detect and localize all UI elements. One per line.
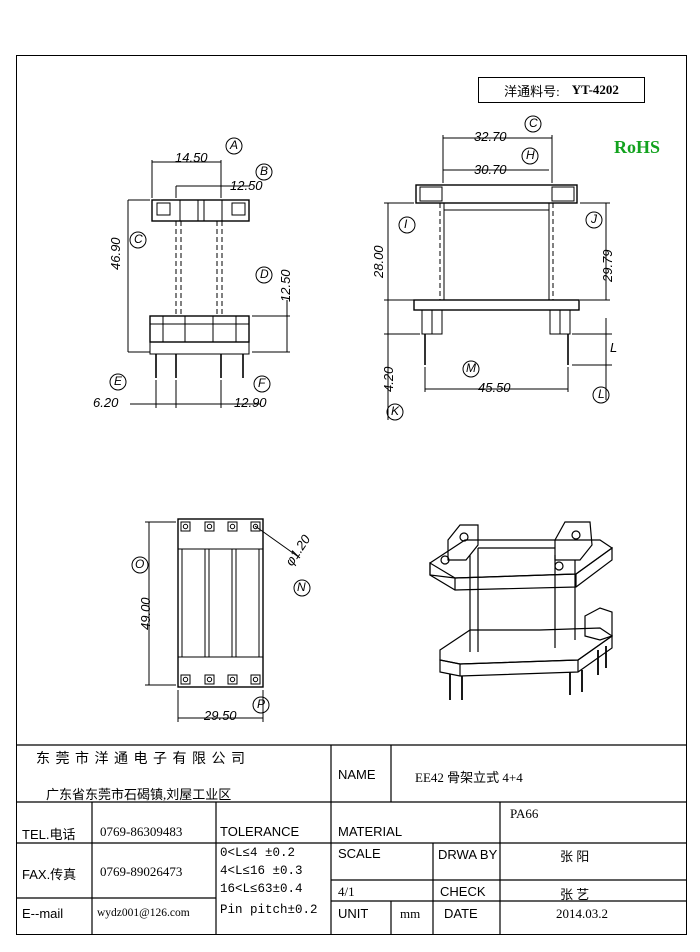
marker-m — [462, 360, 480, 378]
tolerance-pin-pitch: Pin pitch±0.2 — [220, 903, 318, 917]
front-bottom-base — [149, 315, 250, 343]
dim-29-79: 29.79 — [600, 249, 615, 282]
tolerance-label: TOLERANCE — [220, 824, 300, 839]
marker-p-text: P — [257, 697, 266, 711]
dim-30-70: 30.70 — [474, 162, 507, 177]
side-top-slot-right — [551, 186, 575, 202]
unit-label: UNIT — [338, 906, 369, 921]
marker-j — [585, 211, 603, 229]
rohs-mark: RoHS — [614, 137, 661, 157]
marker-i-text: I — [404, 217, 408, 231]
front-top-slot-right — [231, 202, 246, 216]
drawn-value: 张 阳 — [560, 849, 590, 864]
dim-46-90: 46.90 — [108, 237, 123, 270]
drawn-label: DRWA BY — [438, 847, 498, 862]
marker-n-text: N — [297, 580, 306, 594]
side-view — [384, 115, 612, 421]
part-number-label: 洋通料号: — [504, 83, 560, 99]
fax-value: 0769-89026473 — [100, 864, 183, 879]
marker-o-text: O — [135, 557, 145, 571]
company-name: 东 莞 市 洋 通 电 子 有 限 公 司 — [36, 752, 246, 767]
material-label: MATERIAL — [338, 824, 403, 839]
bottom-bottom-flange — [177, 656, 264, 688]
marker-k-text: K — [391, 404, 400, 418]
marker-k — [386, 403, 404, 421]
date-value: 2014.03.2 — [556, 906, 608, 921]
front-top-flange — [151, 199, 250, 222]
part-number-box: 洋通料号: YT-4202 — [478, 77, 645, 103]
marker-h — [521, 147, 539, 165]
tolerance-1: 0<L≤4 ±0.2 — [220, 846, 296, 860]
email-value: wydz001@126.com — [97, 907, 190, 919]
dim-29-50: 29.50 — [204, 708, 237, 723]
bottom-view — [131, 518, 311, 722]
date-label: DATE — [444, 906, 478, 921]
title-block-grid — [16, 744, 687, 935]
isometric-view — [429, 521, 614, 700]
dim-12-50-right: 12.50 — [278, 269, 293, 302]
material-value: PA66 — [510, 806, 539, 821]
bottom-top-flange — [177, 518, 264, 550]
scale-value: 4/1 — [338, 884, 355, 899]
marker-c-left — [129, 231, 147, 249]
side-top-slot-left — [419, 186, 443, 202]
dim-12-50-top: 12.50 — [230, 178, 263, 193]
check-label: CHECK — [440, 884, 486, 899]
marker-f — [253, 375, 271, 393]
marker-e — [109, 373, 127, 391]
marker-l-text: L — [598, 387, 605, 401]
dim-6-20: 6.20 — [93, 395, 119, 410]
bottom-outline — [177, 518, 264, 688]
marker-m-text: M — [466, 361, 476, 375]
unit-value: mm — [400, 906, 421, 921]
marker-f-text: F — [258, 376, 266, 390]
dim-4-20: 4.20 — [381, 366, 396, 392]
marker-a-text: A — [230, 138, 239, 152]
marker-c-left-text: C — [134, 232, 143, 246]
scale-label: SCALE — [338, 846, 381, 861]
marker-h-text: H — [526, 148, 535, 162]
marker-j-text: J — [591, 212, 597, 226]
marker-d-text: D — [260, 267, 269, 281]
marker-b — [255, 163, 273, 181]
dim-12-90: 12.90 — [234, 395, 267, 410]
marker-l-dim-text: L — [610, 340, 618, 355]
dim-32-70: 32.70 — [474, 129, 507, 144]
dim-28-00: 28.00 — [371, 245, 386, 278]
front-pin-row — [149, 341, 250, 355]
marker-p — [252, 696, 270, 714]
marker-c — [524, 115, 542, 133]
company-address: 广东省东莞市石碣镇,刘屋工业区 — [46, 787, 232, 802]
name-label: NAME — [338, 767, 376, 782]
marker-e-text: E — [114, 374, 123, 388]
marker-c-text: C — [529, 116, 538, 130]
name-value: EE42 骨架立式 4+4 — [415, 770, 523, 785]
marker-l — [592, 386, 610, 404]
check-value: 张 艺 — [560, 887, 590, 902]
fax-label: FAX.传真 — [22, 867, 77, 882]
tolerance-2: 4<L≤16 ±0.3 — [220, 864, 303, 878]
marker-a — [225, 137, 243, 155]
marker-b-text: B — [260, 164, 269, 178]
dim-45-50: 45.50 — [478, 380, 511, 395]
side-bottom-base — [413, 299, 580, 311]
marker-o — [131, 556, 149, 574]
tel-value: 0769-86309483 — [100, 824, 183, 839]
dim-14-50: 14.50 — [175, 150, 208, 165]
front-top-slot-left — [156, 202, 171, 216]
front-view — [109, 137, 290, 408]
marker-d — [255, 266, 273, 284]
drawing-frame — [16, 55, 687, 935]
email-label: E--mail — [22, 906, 64, 921]
tel-label: TEL.电话 — [22, 827, 76, 842]
side-top-flange — [415, 184, 578, 204]
part-number-value: YT-4202 — [571, 82, 619, 97]
dim-49-00: 49.00 — [138, 597, 153, 630]
marker-n — [293, 579, 311, 597]
marker-i — [398, 216, 416, 234]
tolerance-3: 16<L≤63±0.4 — [220, 882, 303, 896]
